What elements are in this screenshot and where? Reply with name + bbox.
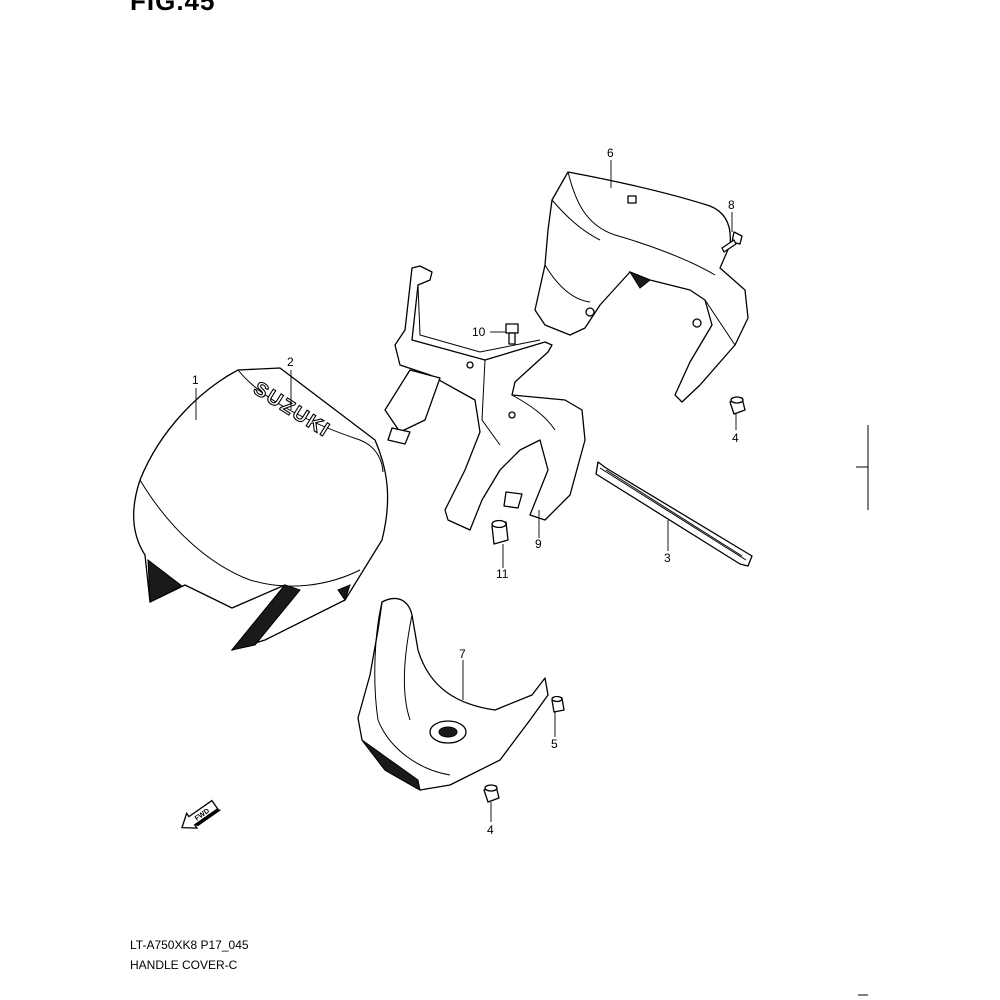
callout-7: 7 [459,647,466,661]
callout-9: 9 [535,537,542,551]
register-marks [856,425,869,996]
part-handle-cover-front[interactable] [133,367,389,651]
part-fastener-5[interactable] [551,695,565,713]
part-group-name: HANDLE COVER-C [130,958,238,972]
callout-8: 8 [728,198,735,212]
callout-1: 1 [192,373,199,387]
model-code: LT-A750XK8 P17_045 [130,938,249,952]
callout-labels: 1 2 3 4 4 5 6 7 8 9 10 11 [192,146,739,837]
callout-5: 5 [551,737,558,751]
part-screw-8[interactable] [721,231,743,253]
part-rear-upper-cover[interactable] [534,171,749,403]
callout-11: 11 [496,567,509,581]
part-lower-cover[interactable] [357,597,549,791]
part-clip-4-lower[interactable] [483,784,500,803]
figure-title: FIG.45 [130,0,216,16]
fwd-arrow-icon: FWD [181,799,221,829]
callout-6: 6 [607,146,614,160]
part-collar-11[interactable] [491,519,509,545]
callout-4-lower: 4 [487,823,494,837]
part-bracket[interactable] [384,265,586,531]
part-seal-strip[interactable] [595,461,753,567]
callout-10: 10 [472,325,486,339]
leader-lines [195,160,737,822]
callout-4-upper: 4 [732,431,739,445]
callout-2: 2 [287,355,294,369]
part-bolt-10[interactable] [505,323,519,345]
part-clip-4-upper[interactable] [729,396,746,415]
callout-3: 3 [664,551,671,565]
